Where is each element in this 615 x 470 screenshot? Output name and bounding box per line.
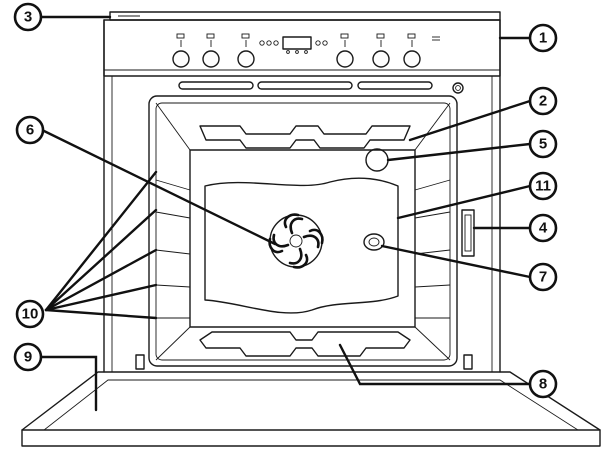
- control-knob-3[interactable]: [237, 50, 255, 68]
- door-latch-slot: [461, 209, 475, 257]
- top-heating-element: [199, 125, 411, 149]
- control-knob-2[interactable]: [202, 50, 220, 68]
- callout-11: 11: [528, 171, 558, 201]
- top-trim-strip: [109, 11, 501, 21]
- leader-lines: [38, 15, 532, 412]
- shelf-rails-right: [414, 179, 451, 319]
- callout-9: 9: [13, 342, 43, 372]
- vent-slots: [178, 81, 464, 94]
- callout-2: 2: [528, 86, 558, 116]
- callout-7-label: 7: [539, 269, 547, 286]
- control-knob-1[interactable]: [172, 50, 190, 68]
- callout-5-label: 5: [539, 136, 547, 153]
- hinge-right: [463, 354, 473, 370]
- oven-light-top: [452, 82, 464, 94]
- callout-10: 10: [15, 299, 45, 329]
- bottom-heating-element: [199, 331, 411, 357]
- callout-10-label: 10: [22, 306, 39, 323]
- oven-cavity: [135, 95, 473, 370]
- callout-9-label: 9: [24, 349, 32, 366]
- control-knobs: [172, 33, 440, 68]
- callout-3-label: 3: [24, 9, 32, 26]
- hinge-left: [135, 354, 145, 370]
- fan-hub-cover: [363, 233, 385, 251]
- callout-4-label: 4: [539, 220, 548, 237]
- convection-fan: [268, 213, 324, 269]
- oven-door: [21, 371, 601, 447]
- callout-8: 8: [528, 369, 558, 399]
- callout-3: 3: [13, 2, 43, 32]
- control-knob-4[interactable]: [336, 50, 354, 68]
- callout-1-label: 1: [539, 30, 547, 47]
- callout-7: 7: [528, 262, 558, 292]
- callout-2-label: 2: [539, 93, 547, 110]
- clock-display: [282, 36, 312, 50]
- control-knob-5[interactable]: [372, 50, 390, 68]
- callout-8-label: 8: [539, 376, 547, 393]
- callout-11-label: 11: [535, 178, 551, 195]
- control-knob-6[interactable]: [403, 50, 421, 68]
- shelf-rails-left: [155, 179, 191, 319]
- fan-cover-plate: [204, 177, 399, 314]
- callout-6: 6: [15, 115, 45, 145]
- callout-4: 4: [528, 213, 558, 243]
- oven-lamp: [365, 148, 389, 172]
- callout-5: 5: [528, 129, 558, 159]
- callout-6-label: 6: [26, 122, 34, 139]
- control-panel: [103, 19, 501, 77]
- callout-1: 1: [528, 23, 558, 53]
